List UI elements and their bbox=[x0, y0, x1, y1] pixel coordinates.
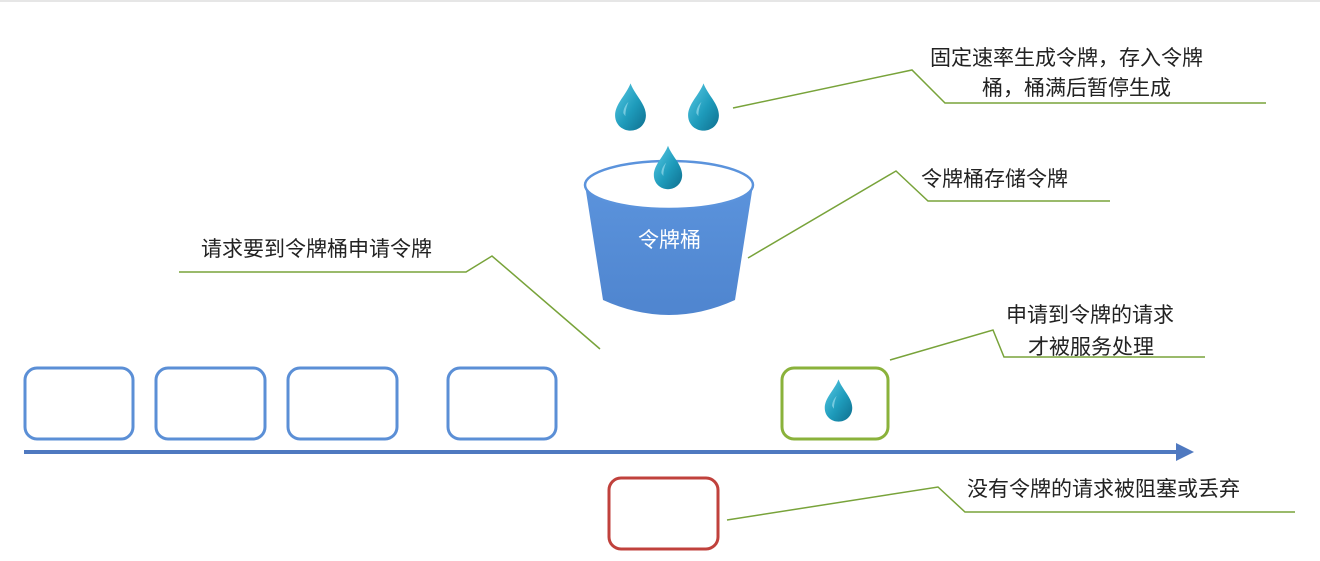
bucket-label: 令牌桶 bbox=[638, 228, 701, 252]
token-icon bbox=[688, 83, 719, 131]
annotation-store: 令牌桶存储令牌 bbox=[921, 167, 1068, 191]
callout-line-request bbox=[179, 255, 601, 350]
annotation-generate-line-2: 桶，桶满后暂停生成 bbox=[982, 76, 1171, 100]
annotation-generate-line-1: 固定速率生成令牌，存入令牌 bbox=[930, 46, 1203, 70]
pending-request-box bbox=[446, 366, 558, 441]
annotation-request: 请求要到令牌桶申请令牌 bbox=[201, 237, 432, 261]
callout-line-rejected bbox=[726, 486, 1295, 521]
annotation-served-line-2: 才被服务处理 bbox=[1028, 335, 1154, 359]
callout-line-served bbox=[889, 329, 1205, 361]
pending-request-box bbox=[154, 366, 267, 441]
timeline-arrow bbox=[24, 443, 1194, 461]
token-icon bbox=[615, 83, 646, 131]
rejected-request-box bbox=[607, 476, 720, 551]
callout-line-generate bbox=[732, 69, 1266, 109]
annotation-rejected: 没有令牌的请求被阻塞或丢弃 bbox=[967, 477, 1240, 501]
bucket-body bbox=[585, 185, 753, 315]
token-icon bbox=[653, 145, 683, 190]
callout-line-store bbox=[747, 170, 1110, 259]
annotation-served-line-1: 申请到令牌的请求 bbox=[1006, 303, 1174, 327]
top-border bbox=[0, 0, 1320, 2]
pending-request-box bbox=[286, 366, 399, 441]
pending-request-box bbox=[23, 366, 135, 441]
